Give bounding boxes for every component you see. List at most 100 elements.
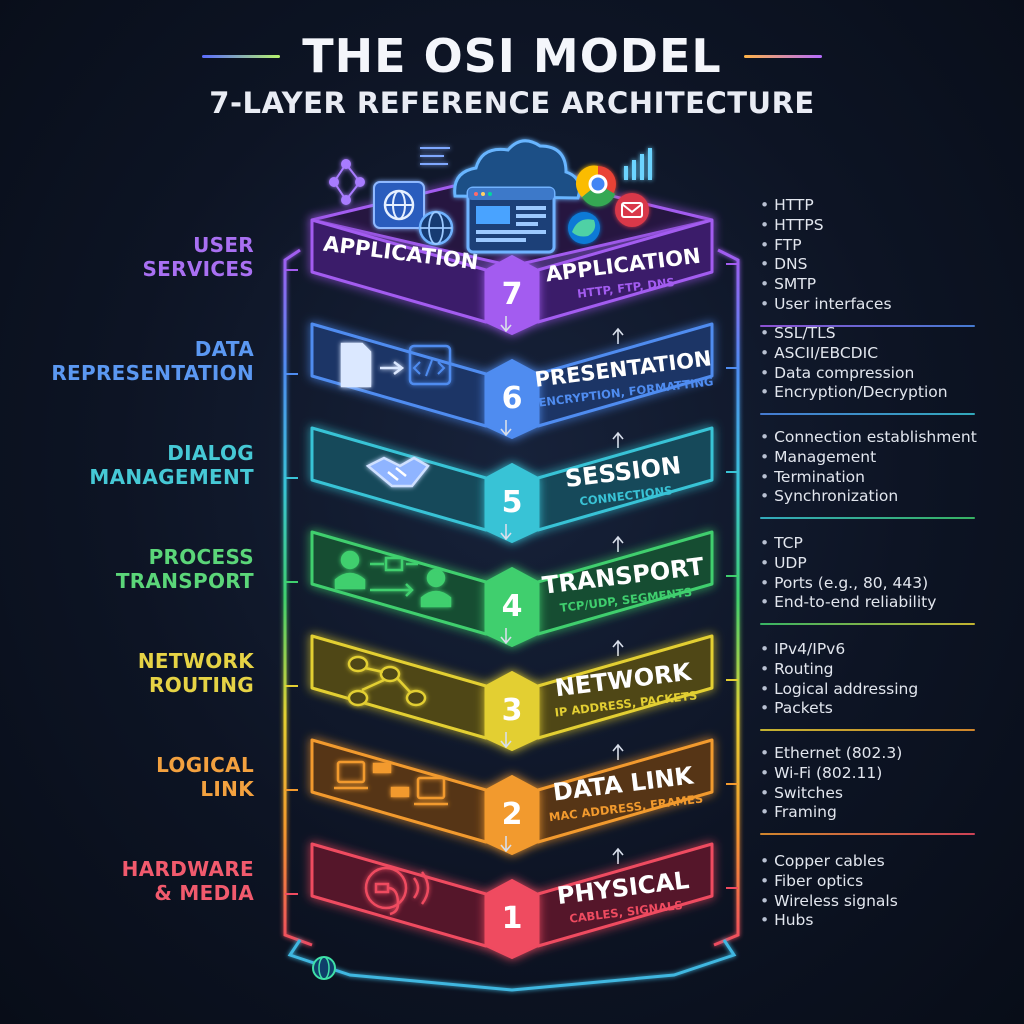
list-item: Copper cables	[760, 852, 1020, 872]
list-item: DNS	[760, 255, 1020, 275]
layer-6-number: 6	[502, 381, 523, 416]
rail-tick-2	[285, 783, 738, 791]
list-icon	[420, 147, 450, 165]
layer-3-left-face	[310, 634, 488, 740]
list-item: Hubs	[760, 911, 1020, 931]
protocol-list-layer-4: TCPUDPPorts (e.g., 80, 443)End-to-end re…	[760, 534, 1020, 613]
cloud-icon	[453, 139, 581, 200]
layer-2-number-tab	[485, 774, 539, 856]
list-item: Logical addressing	[760, 680, 1020, 700]
list-item: Connection establishment	[760, 428, 1020, 448]
list-item: Management	[760, 448, 1020, 468]
left-label-line: LINK	[200, 777, 254, 801]
left-label-line: DIALOG	[167, 441, 254, 465]
browser-window-icon	[466, 186, 556, 254]
users-transfer-icon	[334, 550, 452, 608]
layer-4-number: 4	[502, 589, 523, 624]
edge-browser-icon	[568, 212, 600, 244]
bar-chart-icon	[624, 148, 652, 180]
left-label-line: REPRESENTATION	[51, 361, 254, 385]
list-item: Packets	[760, 699, 1020, 719]
protocol-list-layer-7: HTTPHTTPSFTPDNSSMTPUser interfaces	[760, 196, 1020, 315]
left-label-line: DATA	[194, 337, 254, 361]
list-item: User interfaces	[760, 295, 1020, 315]
list-item: Routing	[760, 660, 1020, 680]
protocol-list-layer-6: SSL/TLSASCII/EBCDICData compressionEncry…	[760, 324, 1020, 403]
list-item: SSL/TLS	[760, 324, 1020, 344]
layer-3-number: 3	[502, 693, 523, 728]
layer-1-number: 1	[502, 901, 523, 936]
protocol-list-layer-3: IPv4/IPv6RoutingLogical addressingPacket…	[760, 640, 1020, 719]
rail-tick-7	[285, 263, 738, 271]
rail-tick-5	[285, 471, 738, 479]
list-separator	[760, 729, 975, 732]
globe-tile-icon	[373, 181, 425, 229]
layer-7-number-tab	[485, 254, 539, 336]
left-label-line: NETWORK	[137, 649, 254, 673]
left-flow-rail	[283, 248, 313, 947]
left-label-line: SERVICES	[142, 257, 254, 281]
cable-signal-icon	[364, 866, 430, 916]
list-separator	[760, 517, 975, 520]
list-item: FTP	[760, 236, 1020, 256]
protocol-list-layer-2: Ethernet (802.3)Wi-Fi (802.11)SwitchesFr…	[760, 744, 1020, 823]
list-item: HTTP	[760, 196, 1020, 216]
left-label-line: LOGICAL	[156, 753, 254, 777]
list-item: Ports (e.g., 80, 443)	[760, 574, 1020, 594]
left-label-line: HARDWARE	[121, 857, 254, 881]
layer-3-down-arrow	[500, 732, 512, 749]
chrome-browser-icon	[575, 165, 616, 207]
list-item: HTTPS	[760, 216, 1020, 236]
layer-6-up-arrow	[612, 431, 624, 448]
list-item: End-to-end reliability	[760, 593, 1020, 613]
header: THE OSI MODEL 7-LAYER REFERENCE ARCHITEC…	[0, 28, 1024, 120]
title-text: THE OSI MODEL	[302, 29, 722, 83]
left-label-line: ROUTING	[149, 673, 254, 697]
page-title: THE OSI MODEL	[202, 28, 822, 84]
layer-4-number-tab	[485, 566, 539, 648]
network-nodes-icon	[329, 159, 365, 205]
list-item: Wi-Fi (802.11)	[760, 764, 1020, 784]
left-label-line: USER	[193, 233, 254, 257]
layer-1-left-face	[310, 842, 488, 948]
list-item: TCP	[760, 534, 1020, 554]
rail-tick-1	[285, 887, 738, 895]
layer-5-number: 5	[502, 485, 523, 520]
layer-7-down-arrow	[500, 316, 512, 333]
layer-5-number-tab	[485, 462, 539, 544]
list-item: Ethernet (802.3)	[760, 744, 1020, 764]
layer-3-up-arrow	[612, 743, 624, 760]
rail-tick-4	[285, 575, 738, 583]
layer-2-down-arrow	[500, 836, 512, 853]
layer-5-up-arrow	[612, 535, 624, 552]
layer-5-down-arrow	[500, 524, 512, 541]
list-item: Encryption/Decryption	[760, 383, 1020, 403]
list-item: UDP	[760, 554, 1020, 574]
router-network-icon	[347, 655, 427, 707]
layer-7-up-arrow	[612, 327, 624, 344]
base-globe-icon	[312, 956, 336, 980]
layer-6-number-tab	[485, 358, 539, 440]
rail-tick-6	[285, 367, 738, 375]
list-item: Switches	[760, 784, 1020, 804]
layer-2-number: 2	[502, 797, 523, 832]
list-item: Wireless signals	[760, 892, 1020, 912]
list-item: ASCII/EBCDIC	[760, 344, 1020, 364]
layer-4-down-arrow	[500, 628, 512, 645]
list-item: Synchronization	[760, 487, 1020, 507]
list-item: Data compression	[760, 364, 1020, 384]
